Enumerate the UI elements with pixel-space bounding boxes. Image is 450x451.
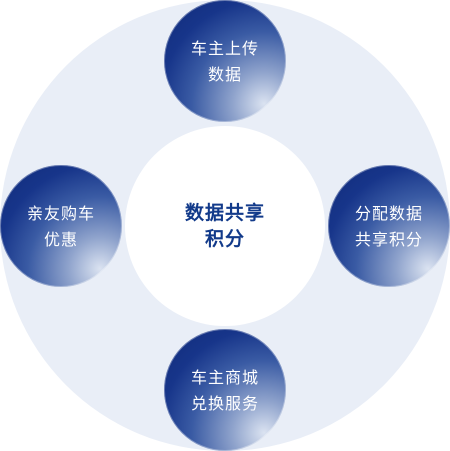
center-label-line-1: 数据共享 <box>184 202 265 224</box>
node-friends-purchase-discount: 亲友购车 优惠 <box>0 165 122 287</box>
center-label-line-2: 积分 <box>204 228 245 250</box>
node-top-label: 车主上传 数据 <box>191 34 259 88</box>
center-hub: 数据共享 积分 <box>125 126 325 326</box>
node-top-line-2: 数据 <box>207 65 242 84</box>
node-right-line-2: 共享积分 <box>354 230 423 249</box>
node-left-line-2: 优惠 <box>43 230 78 249</box>
node-owner-upload-data: 车主上传 数据 <box>164 0 286 122</box>
node-right-label: 分配数据 共享积分 <box>355 199 423 253</box>
node-right-line-1: 分配数据 <box>354 204 423 223</box>
node-left-label: 亲友购车 优惠 <box>27 199 95 253</box>
node-bottom-line-2: 兑换服务 <box>190 394 259 413</box>
node-allocate-share-points: 分配数据 共享积分 <box>328 165 450 287</box>
node-bottom-line-1: 车主商城 <box>190 368 259 387</box>
node-left-line-1: 亲友购车 <box>26 204 95 223</box>
center-label: 数据共享 积分 <box>185 200 265 252</box>
node-bottom-label: 车主商城 兑换服务 <box>191 363 259 417</box>
node-owner-mall-redeem: 车主商城 兑换服务 <box>164 329 286 451</box>
node-top-line-1: 车主上传 <box>190 39 259 58</box>
